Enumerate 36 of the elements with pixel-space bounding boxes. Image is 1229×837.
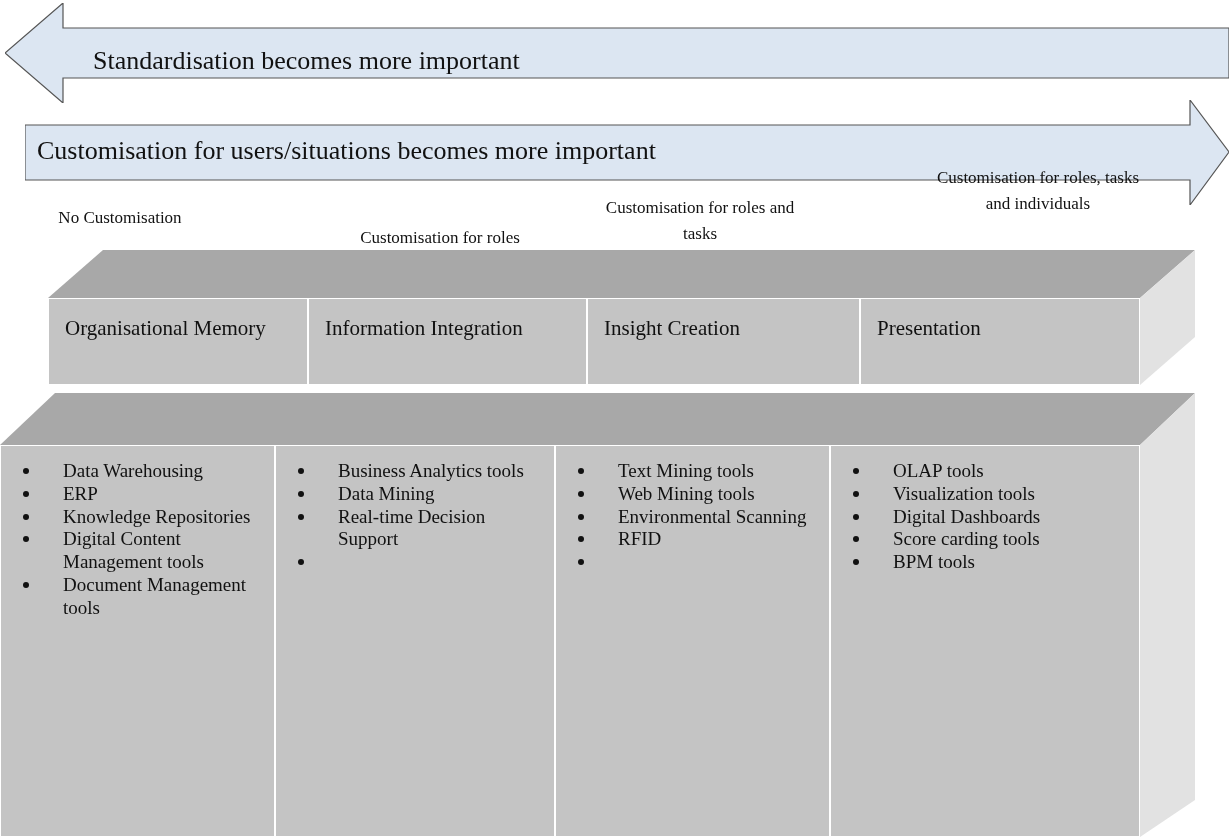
list-item: RFID xyxy=(618,528,662,552)
list-item: BPM tools xyxy=(893,551,975,574)
list-item: OLAP tools xyxy=(893,460,984,483)
layer-title: Organisational Memory xyxy=(65,315,267,342)
layer-box xyxy=(308,298,587,385)
list-item: Document Management tools xyxy=(63,574,248,620)
list-item: Business Analytics tools xyxy=(338,460,524,483)
tool-list-box xyxy=(555,445,830,837)
list-item: Score carding tools xyxy=(893,528,1040,552)
list-item: Data Warehousing xyxy=(63,460,204,483)
list-item: Real-time Decision Support xyxy=(338,505,487,552)
tool-list-box xyxy=(275,445,555,837)
column-heading: Customisation for roles, tasks and individuals xyxy=(935,167,1141,215)
column-heading: Customisation for roles and tasks xyxy=(604,197,796,245)
banner-text: Standardisation becomes more important xyxy=(93,46,520,76)
arrow-shape xyxy=(5,3,1229,103)
list-item: Environmental Scanning xyxy=(618,505,807,529)
layer-title: Presentation xyxy=(877,315,982,342)
list-item: ERP xyxy=(63,482,98,506)
list-item: Visualization tools xyxy=(893,482,1035,506)
layer-box xyxy=(587,298,860,385)
layer-box xyxy=(48,298,308,385)
list-item: Knowledge Repositories xyxy=(63,505,251,529)
layer-title: Insight Creation xyxy=(604,315,741,342)
layer-box xyxy=(860,298,1140,385)
tool-list-box xyxy=(830,445,1140,837)
column-heading: Customisation for roles xyxy=(359,227,521,249)
list-item: Text Mining tools xyxy=(618,460,754,483)
list-item: Digital Content Management tools xyxy=(63,528,205,574)
list-item: Data Mining xyxy=(338,482,435,506)
tool-list-box xyxy=(0,445,275,837)
column-heading: No Customisation xyxy=(57,207,183,229)
list-item: Digital Dashboards xyxy=(893,505,1041,529)
layer-title: Information Integration xyxy=(325,315,524,342)
banner-text: Customisation for users/situations becomes more important xyxy=(37,136,656,166)
list-item: Web Mining tools xyxy=(618,482,755,506)
